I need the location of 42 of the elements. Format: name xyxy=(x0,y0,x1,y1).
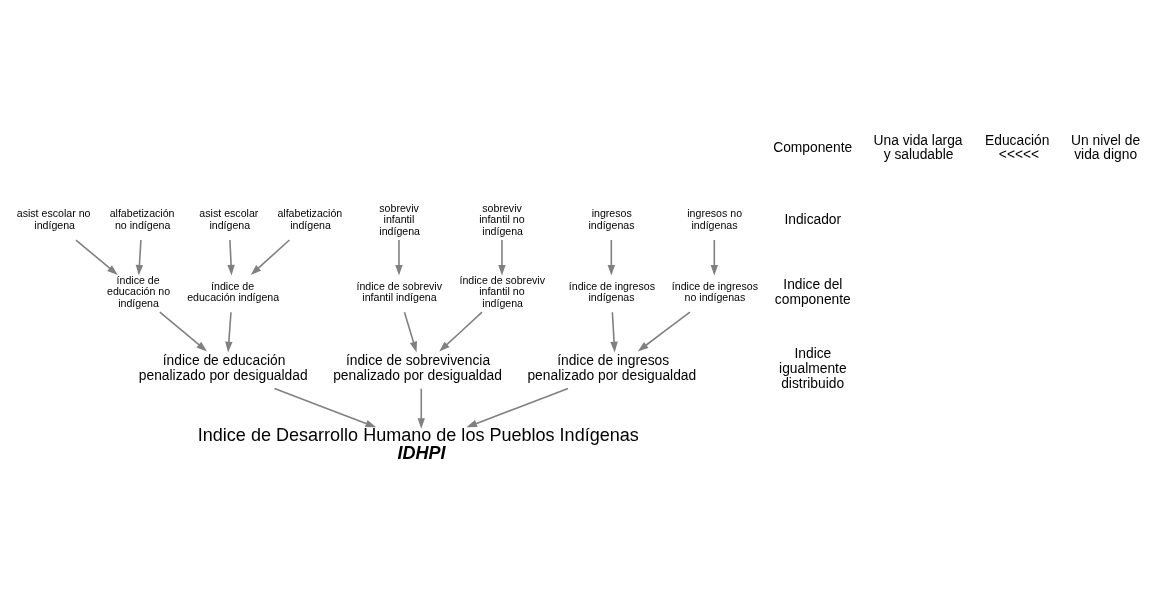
arrow xyxy=(75,239,118,275)
arrow xyxy=(637,311,691,352)
node-text: índice de ingresos no indígenas xyxy=(671,279,758,304)
node-text: alfabetización indígena xyxy=(277,207,343,232)
arrow xyxy=(417,387,425,429)
arrow xyxy=(710,239,719,276)
node-text: sobreviv infantil indígena xyxy=(379,201,421,237)
arrow xyxy=(439,311,483,352)
label: Educación <<<<< xyxy=(985,132,1050,163)
arrow xyxy=(225,311,233,353)
node-text: ingresos no indígenas xyxy=(687,207,743,232)
node-text: índice de ingresos indígenas xyxy=(568,279,655,304)
arrow xyxy=(498,239,506,276)
node-text: índice de educación penalizado por desigualdad xyxy=(138,353,308,384)
arrow xyxy=(466,387,569,428)
label: Una vida larga y saludable xyxy=(873,132,963,163)
label: Componente xyxy=(773,139,853,155)
arrow xyxy=(610,311,618,353)
node-text: índice de educación indígena xyxy=(187,279,280,304)
node-text: asist escolar no indígena xyxy=(16,207,91,232)
label: Indicador xyxy=(784,212,842,228)
node-text: Indice de Desarrollo Humano de los Pueblos Indígenas IDHPI xyxy=(197,424,639,464)
arrow xyxy=(227,239,235,276)
arrow xyxy=(250,239,291,276)
arrow xyxy=(403,311,418,353)
arrow xyxy=(159,311,208,352)
arrow xyxy=(607,239,616,276)
label: Indice del componente xyxy=(774,276,851,307)
node-text: índice de ingresos penalizado por desigualdad xyxy=(527,353,697,384)
node-text: índice de sobrevivencia penalizado por desigualdad xyxy=(333,353,502,384)
arrow xyxy=(273,387,377,428)
node-text: índice de sobreviv infantil indígena xyxy=(356,279,443,304)
node-text: índice de educación no indígena xyxy=(107,273,171,310)
node-text: asist escolar indígena xyxy=(199,207,259,232)
node-text: ingresos indígenas xyxy=(588,207,635,232)
node-text: alfabetización no indígena xyxy=(109,207,175,232)
arrow xyxy=(135,239,144,276)
node-text: sobreviv infantil no indígena xyxy=(479,201,525,237)
label: Indice igualmente distribuido xyxy=(779,345,847,391)
arrow xyxy=(395,239,403,276)
label: Un nivel de vida digno xyxy=(1071,132,1141,163)
node-text: índice de sobreviv infantil no indígena xyxy=(459,273,546,310)
